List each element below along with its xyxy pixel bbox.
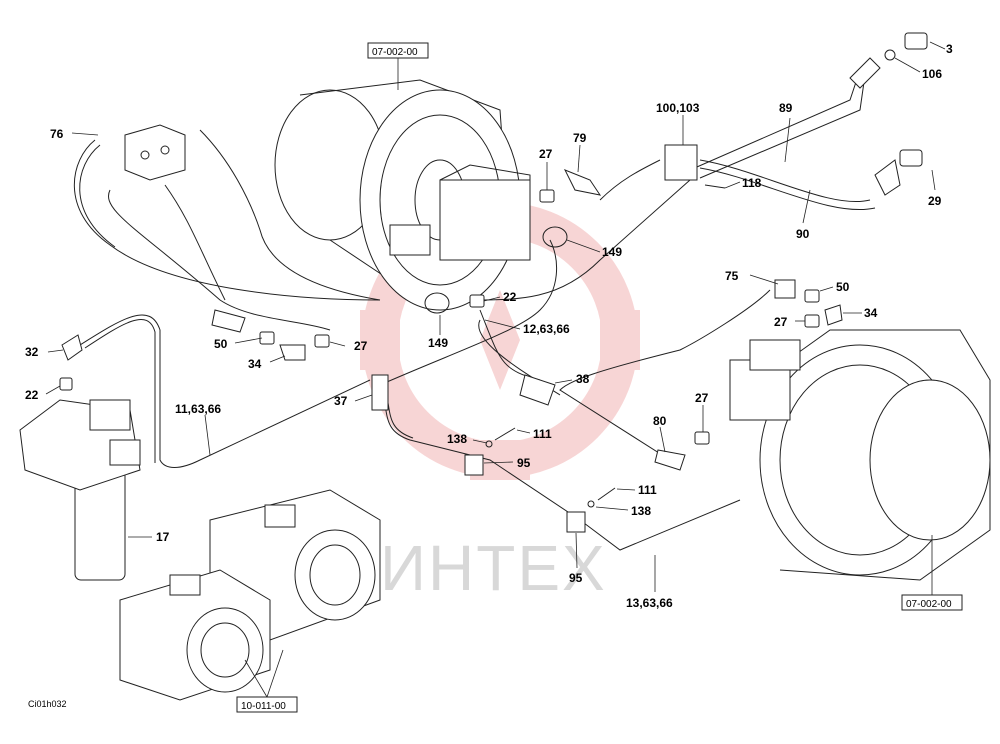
callout-32: 32 [25, 345, 39, 359]
callout-3: 3 [946, 42, 953, 56]
callout-138a: 138 [447, 432, 467, 446]
callout-17: 17 [156, 530, 170, 544]
callouts: 3 106 89 100,103 76 79 27 118 29 90 149 … [25, 41, 953, 610]
callout-27c: 27 [354, 339, 368, 353]
callout-11-63-66: 11,63,66 [175, 402, 221, 416]
callout-29: 29 [928, 194, 942, 208]
callout-37: 37 [334, 394, 348, 408]
ref-box-right-text: 07-002-00 [906, 599, 952, 610]
callout-12-63-66: 12,63,66 [523, 322, 570, 336]
callout-50b: 50 [214, 337, 228, 351]
pump-assembly [119, 489, 381, 701]
callout-149b: 149 [428, 336, 448, 350]
watermark-text: ИНТЕХ [380, 532, 607, 604]
callout-111a: 111 [533, 427, 552, 441]
valve-block-top-left [124, 124, 186, 181]
callout-13-63-66: 13,63,66 [626, 596, 673, 610]
ref-box-bottom: 10-011-00 [236, 649, 298, 713]
ref-box-right: 07-002-00 [901, 535, 963, 611]
callout-34b: 34 [248, 357, 262, 371]
callout-27a: 27 [539, 147, 553, 161]
callout-80: 80 [653, 414, 667, 428]
ref-box-top-text: 07-002-00 [372, 47, 418, 58]
callout-111b: 111 [638, 483, 657, 497]
ref-box-top: 07-002-00 [367, 42, 429, 90]
fittings [59, 32, 928, 533]
callout-95b: 95 [569, 571, 583, 585]
callout-79: 79 [573, 131, 587, 145]
callout-90: 90 [796, 227, 810, 241]
callout-34a: 34 [864, 306, 878, 320]
callout-100-103: 100,103 [656, 101, 700, 115]
callout-38: 38 [576, 372, 590, 386]
callout-27b: 27 [774, 315, 788, 329]
callout-118: 118 [742, 176, 762, 190]
callout-138b: 138 [631, 504, 651, 518]
ref-box-bottom-text: 10-011-00 [241, 701, 286, 712]
callout-50a: 50 [836, 280, 850, 294]
filter-unit [19, 399, 141, 581]
drawing-code: Ci01h032 [28, 699, 67, 709]
callout-22a: 22 [503, 290, 517, 304]
callout-149a: 149 [602, 245, 622, 259]
callout-89: 89 [779, 101, 793, 115]
callout-95a: 95 [517, 456, 531, 470]
callout-27d: 27 [695, 391, 709, 405]
callout-106: 106 [922, 67, 942, 81]
callout-22b: 22 [25, 388, 39, 402]
callout-75: 75 [725, 269, 739, 283]
callout-76: 76 [50, 127, 64, 141]
final-drive-top [274, 79, 531, 311]
final-drive-right [729, 329, 991, 581]
